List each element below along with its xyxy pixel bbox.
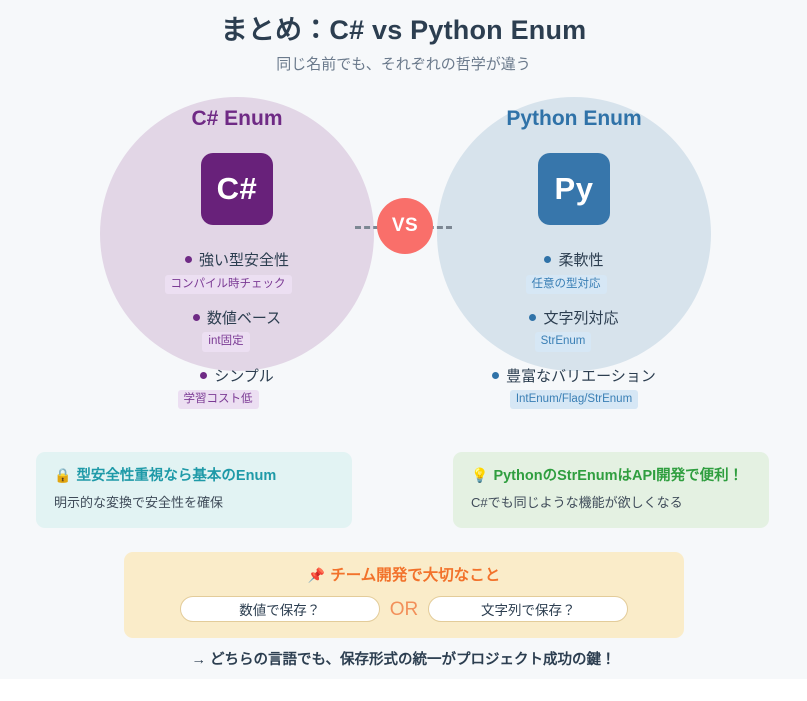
- callout-python-sub: C#でも同じような機能が欲しくなる: [471, 494, 683, 510]
- python-badge-label: Py: [554, 171, 594, 206]
- team-panel: 📌チーム開発で大切なこと 数値で保存？ OR 文字列で保存？: [124, 552, 684, 638]
- feature-text: 柔軟性: [558, 252, 604, 269]
- list-item: 文字列対応 StrEnum: [437, 309, 711, 352]
- python-column: Python Enum Py 柔軟性 任意の型対応 文字列対応: [437, 97, 711, 424]
- python-column-title: Python Enum: [506, 107, 642, 130]
- bullet-dot-icon: [529, 313, 537, 321]
- callout-csharp: 🔒型安全性重視なら基本のEnum 明示的な変換で安全性を確保: [36, 452, 352, 528]
- callout-csharp-sub: 明示的な変換で安全性を確保: [54, 494, 224, 510]
- header: まとめ：C# vs Python Enum 同じ名前でも、それぞれの哲学が違う: [0, 12, 807, 75]
- storage-choice-group: 数値で保存？ OR 文字列で保存？: [124, 596, 684, 623]
- pushpin-icon: 📌: [307, 567, 326, 583]
- csharp-circle-background: [100, 97, 374, 371]
- team-panel-title-text: チーム開発で大切なこと: [330, 567, 501, 584]
- list-item: シンプル 学習コスト低: [100, 367, 374, 410]
- csharp-logo-badge: C#: [201, 153, 273, 225]
- list-item: 強い型安全性 コンパイル時チェック: [100, 251, 374, 294]
- page-subtitle: 同じ名前でも、それぞれの哲学が違う: [276, 56, 531, 74]
- csharp-feature-tag-1: int固定: [202, 332, 250, 352]
- callout-python: 💡PythonのStrEnumはAPI開発で便利！ C#でも同じような機能が欲し…: [453, 452, 769, 528]
- list-item: 柔軟性 任意の型対応: [437, 251, 711, 294]
- csharp-feature-label-0: 強い型安全性: [100, 251, 374, 271]
- csharp-feature-tag-row-0: コンパイル時チェック: [82, 271, 374, 294]
- bullet-dot-icon: [200, 371, 208, 379]
- team-panel-title: 📌チーム開発で大切なこと: [124, 552, 684, 586]
- python-feature-label-1: 文字列対応: [437, 309, 711, 329]
- vs-badge: VS: [377, 198, 433, 254]
- feature-text: 数値ベース: [206, 309, 282, 327]
- lock-icon: 🔒: [54, 467, 72, 483]
- python-feature-tag-0: 任意の型対応: [525, 274, 607, 294]
- csharp-badge-label: C#: [216, 171, 258, 206]
- python-feature-label-0: 柔軟性: [437, 251, 711, 271]
- csharp-feature-tag-row-1: int固定: [78, 328, 374, 352]
- bullet-dot-icon: [184, 256, 192, 263]
- csharp-column-title: C# Enum: [191, 107, 283, 130]
- python-feature-list: 柔軟性 任意の型対応 文字列対応 StrEnum 豊富な: [437, 251, 711, 410]
- bullet-dot-icon: [492, 371, 500, 379]
- bullet-dot-icon: [192, 313, 200, 321]
- bullet-dot-icon: [544, 256, 552, 263]
- python-logo-badge: Py: [538, 153, 610, 225]
- callout-python-heading-text: PythonのStrEnumはAPI開発で便利！: [493, 468, 744, 484]
- python-feature-tag-row-1: StrEnum: [415, 328, 711, 352]
- list-item: 豊富なバリエーション IntEnum/Flag/StrEnum: [437, 367, 711, 410]
- csharp-feature-label-2: シンプル: [100, 367, 374, 387]
- python-circle-background: [437, 97, 711, 371]
- csharp-feature-tag-2: 学習コスト低: [177, 390, 259, 410]
- feature-text: シンプル: [214, 367, 274, 385]
- callout-python-heading: 💡PythonのStrEnumはAPI開発で便利！: [471, 466, 751, 487]
- infographic-background: まとめ：C# vs Python Enum 同じ名前でも、それぞれの哲学が違う …: [0, 12, 807, 668]
- csharp-feature-list: 強い型安全性 コンパイル時チェック 数値ベース int固定: [100, 251, 374, 410]
- python-feature-label-2: 豊富なバリエーション: [437, 367, 711, 387]
- feature-text: 豊富なバリエーション: [506, 367, 656, 385]
- csharp-feature-label-1: 数値ベース: [100, 309, 374, 329]
- csharp-feature-tag-0: コンパイル時チェック: [164, 274, 292, 294]
- csharp-feature-tag-row-2: 学習コスト低: [62, 386, 374, 410]
- lightbulb-icon: 💡: [471, 467, 489, 483]
- python-feature-tag-row-2: IntEnum/Flag/StrEnum: [437, 386, 711, 410]
- csharp-column: C# Enum C# 強い型安全性 コンパイル時チェック 数値ベース: [100, 97, 374, 424]
- closing-statement: → どちらの言語でも、保存形式の統一がプロジェクト成功の鍵！: [191, 652, 616, 668]
- page-title: まとめ：C# vs Python Enum: [220, 15, 587, 45]
- option-string-button[interactable]: 文字列で保存？: [428, 596, 629, 623]
- python-feature-tag-row-0: 任意の型対応: [421, 271, 711, 294]
- callout-csharp-heading-text: 型安全性重視なら基本のEnum: [76, 468, 277, 484]
- vs-label: VS: [391, 215, 419, 236]
- or-separator: OR: [389, 598, 419, 620]
- python-feature-tag-1: StrEnum: [534, 332, 592, 352]
- feature-text: 文字列対応: [543, 309, 619, 327]
- feature-text: 強い型安全性: [198, 252, 289, 269]
- python-feature-tag-2: IntEnum/Flag/StrEnum: [509, 390, 639, 410]
- option-numeric-button[interactable]: 数値で保存？: [179, 596, 380, 623]
- list-item: 数値ベース int固定: [100, 309, 374, 352]
- callout-csharp-heading: 🔒型安全性重視なら基本のEnum: [54, 466, 334, 487]
